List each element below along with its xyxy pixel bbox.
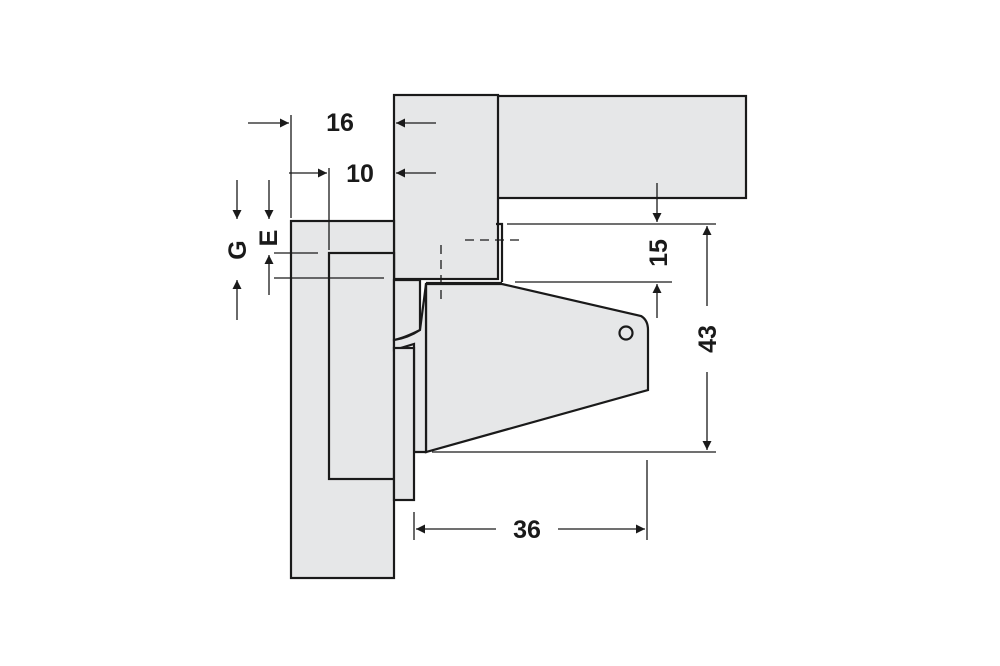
cabinet-top-panel [495,94,748,200]
dim-16-label: 16 [326,109,354,137]
hinge-flange [392,346,416,502]
dim-E-label: E [255,230,283,247]
hinge-screw-hole [618,325,634,341]
hinge-cup [327,251,396,481]
cabinet-side-panel [392,93,500,281]
dim-G-label: G [224,240,252,259]
hinge-knuckle [392,278,422,342]
dim-10-label: 10 [346,160,374,188]
mounting-plate-edge [496,222,504,282]
dim-36-label: 36 [513,516,541,544]
dim-43-label: 43 [694,325,722,353]
hinge-arm [424,282,650,454]
dim-15-label: 15 [645,239,673,267]
